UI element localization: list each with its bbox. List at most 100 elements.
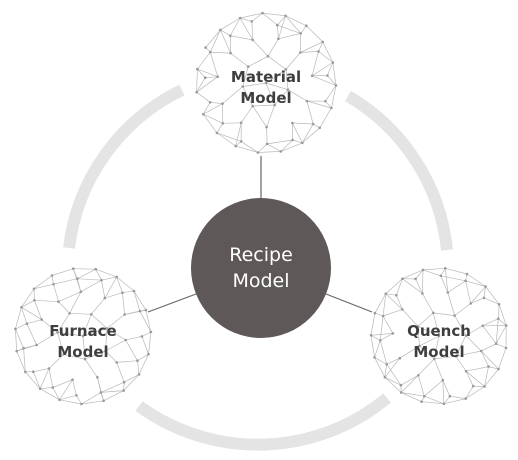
mesh-edge bbox=[104, 292, 123, 299]
mesh-edge bbox=[465, 386, 485, 399]
mesh-edge bbox=[465, 335, 482, 352]
mesh-edge bbox=[370, 335, 375, 358]
mesh-edge bbox=[422, 269, 441, 277]
mesh-edge bbox=[384, 364, 388, 378]
mesh-vertex bbox=[38, 387, 42, 391]
mesh-vertex bbox=[195, 90, 198, 94]
mesh-vertex bbox=[373, 311, 377, 315]
mesh-vertex bbox=[265, 125, 268, 129]
mesh-edge bbox=[48, 354, 64, 369]
mesh-edge bbox=[417, 375, 425, 397]
mesh-edge bbox=[374, 293, 387, 314]
mesh-vertex bbox=[136, 359, 139, 363]
mesh-vertex bbox=[94, 267, 97, 271]
mesh-vertex bbox=[124, 338, 127, 342]
mesh-edge bbox=[266, 143, 282, 152]
mesh-edge bbox=[202, 102, 211, 115]
mesh-edge bbox=[205, 76, 218, 79]
mesh-edge bbox=[230, 52, 249, 67]
mesh-edge bbox=[257, 143, 268, 153]
mesh-edge bbox=[465, 280, 472, 304]
mesh-edge bbox=[417, 312, 434, 327]
mesh-vertex bbox=[373, 356, 376, 359]
connector-lines bbox=[147, 156, 373, 313]
mesh-edge bbox=[73, 268, 96, 270]
mesh-vertex bbox=[418, 344, 421, 348]
mesh-edge bbox=[325, 100, 332, 109]
mesh-edge bbox=[145, 310, 152, 332]
mesh-edge bbox=[274, 89, 289, 106]
mesh-edge bbox=[424, 379, 444, 397]
mesh-edge bbox=[196, 76, 218, 93]
mesh-vertex bbox=[464, 397, 468, 400]
mesh-vertex bbox=[251, 38, 254, 42]
mesh-edge bbox=[251, 12, 263, 22]
mesh-vertex bbox=[35, 343, 38, 347]
mesh-vertex bbox=[487, 365, 490, 368]
mesh-edge bbox=[402, 309, 419, 327]
mesh-edge bbox=[229, 17, 241, 36]
mesh-edge bbox=[465, 280, 486, 287]
mesh-edge bbox=[292, 122, 314, 125]
mesh-vertex bbox=[71, 378, 74, 382]
mesh-vertex bbox=[99, 391, 103, 394]
mesh-vertex bbox=[196, 67, 199, 71]
mesh-edge bbox=[384, 376, 402, 386]
mesh-edge bbox=[230, 35, 253, 41]
mesh-edge bbox=[197, 51, 211, 70]
mesh-edge bbox=[302, 127, 320, 144]
mesh-vertex bbox=[234, 144, 237, 148]
mesh-edge bbox=[82, 335, 86, 360]
mesh-edge bbox=[418, 358, 435, 376]
mesh-edge bbox=[495, 343, 507, 349]
mesh-edge bbox=[449, 395, 466, 399]
mesh-edge bbox=[374, 312, 384, 317]
mesh-edge bbox=[82, 328, 108, 337]
mesh-vertex bbox=[40, 318, 43, 321]
mesh-edge bbox=[300, 41, 323, 53]
mesh-edge bbox=[242, 66, 249, 87]
mesh-edge bbox=[382, 315, 394, 334]
mesh-vertex bbox=[469, 302, 473, 305]
mesh-vertex bbox=[204, 46, 207, 49]
mesh-edge bbox=[374, 357, 386, 378]
mesh-edge bbox=[402, 278, 423, 294]
mesh-vertex bbox=[33, 299, 36, 302]
mesh-edge bbox=[101, 280, 106, 299]
mesh-edge bbox=[374, 357, 387, 365]
furnace-node-label: Furnace Model bbox=[49, 321, 116, 363]
furnace-label-line2: Model bbox=[57, 343, 109, 361]
mesh-edge bbox=[222, 86, 244, 104]
mesh-edge bbox=[327, 75, 337, 86]
center-label: Recipe Model bbox=[229, 242, 293, 294]
mesh-edge bbox=[242, 86, 254, 107]
mesh-vertex bbox=[381, 314, 385, 318]
quench-label-line1: Quench bbox=[407, 322, 471, 340]
mesh-edge bbox=[53, 284, 59, 302]
mesh-edge bbox=[277, 24, 301, 34]
mesh-edge bbox=[51, 275, 54, 285]
quench-node-label: Quench Model bbox=[407, 321, 471, 363]
mesh-vertex bbox=[56, 331, 59, 334]
mesh-vertex bbox=[90, 313, 93, 316]
mesh-edge bbox=[385, 293, 403, 310]
mesh-vertex bbox=[75, 394, 78, 397]
mesh-edge bbox=[276, 25, 279, 39]
mesh-vertex bbox=[80, 402, 83, 406]
mesh-edge bbox=[287, 89, 308, 102]
mesh-edge bbox=[101, 276, 117, 281]
mesh-vertex bbox=[479, 349, 483, 353]
mesh-edge bbox=[332, 62, 337, 86]
mesh-vertex bbox=[229, 34, 232, 37]
mesh-vertex bbox=[149, 330, 153, 334]
mesh-edge bbox=[498, 318, 507, 326]
mesh-vertex bbox=[104, 349, 107, 353]
mesh-edge bbox=[424, 395, 445, 405]
mesh-edge bbox=[382, 293, 387, 317]
mesh-edge bbox=[123, 374, 140, 391]
mesh-edge bbox=[292, 122, 303, 144]
mesh-edge bbox=[53, 278, 78, 285]
mesh-vertex bbox=[79, 290, 83, 294]
mesh-vertex bbox=[115, 275, 118, 279]
mesh-edge bbox=[32, 371, 41, 389]
